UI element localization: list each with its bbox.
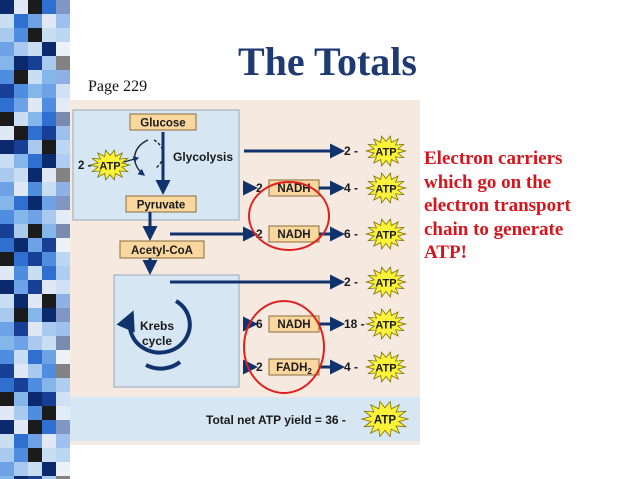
note-line: ATP! bbox=[424, 241, 629, 265]
carrier-label: NADH bbox=[277, 229, 310, 241]
input-atp-label: ATP bbox=[99, 161, 120, 173]
krebs-label-line2: cycle bbox=[142, 334, 172, 348]
atp-count: 4 - bbox=[344, 360, 358, 374]
atp-label: ATP bbox=[375, 278, 396, 290]
note-line: chain to generate bbox=[424, 218, 629, 242]
decorative-stripes bbox=[0, 0, 70, 479]
acetyl-coa-label: Acetyl-CoA bbox=[131, 245, 193, 257]
total-yield-label: Total net ATP yield = 36 - bbox=[206, 413, 346, 427]
glucose-label: Glucose bbox=[140, 118, 185, 130]
carrier-name: NADH bbox=[277, 229, 310, 241]
carrier-label: FADH2 bbox=[276, 362, 312, 376]
carrier-count: 2 bbox=[256, 360, 263, 374]
atp-label: ATP bbox=[375, 230, 396, 242]
carrier-name: FADH bbox=[276, 362, 307, 374]
atp-count: 2 - bbox=[344, 144, 358, 158]
carrier-count: 6 bbox=[256, 317, 263, 331]
atp-label: ATP bbox=[375, 320, 396, 332]
atp-label: ATP bbox=[375, 147, 396, 159]
krebs-label-line1: Krebs bbox=[140, 319, 174, 333]
note-line: which go on the bbox=[424, 171, 629, 195]
atp-count: 18 - bbox=[344, 317, 365, 331]
atp-count: 2 - bbox=[344, 275, 358, 289]
pyruvate-label: Pyruvate bbox=[137, 200, 186, 212]
input-atp-count: 2 - bbox=[78, 160, 92, 172]
electron-carrier-note: Electron carriers which go on the electr… bbox=[424, 147, 629, 265]
carrier-subscript: 2 bbox=[307, 367, 312, 376]
atp-label: ATP bbox=[375, 363, 396, 375]
glycolysis-label: Glycolysis bbox=[173, 150, 233, 164]
total-atp-label: ATP bbox=[374, 415, 396, 427]
krebs-panel bbox=[114, 275, 239, 387]
note-line: Electron carriers bbox=[424, 147, 629, 171]
atp-label: ATP bbox=[375, 184, 396, 196]
page-reference: Page 229 bbox=[88, 78, 147, 96]
carrier-name: NADH bbox=[277, 319, 310, 331]
slide-title: The Totals bbox=[238, 38, 417, 85]
atp-count: 4 - bbox=[344, 181, 358, 195]
carrier-label: NADH bbox=[277, 319, 310, 331]
note-line: electron transport bbox=[424, 194, 629, 218]
atp-count: 6 - bbox=[344, 227, 358, 241]
cellular-respiration-diagram: Glucose Glycolysis 2 - ATP Pyruvate Acet… bbox=[70, 100, 420, 445]
